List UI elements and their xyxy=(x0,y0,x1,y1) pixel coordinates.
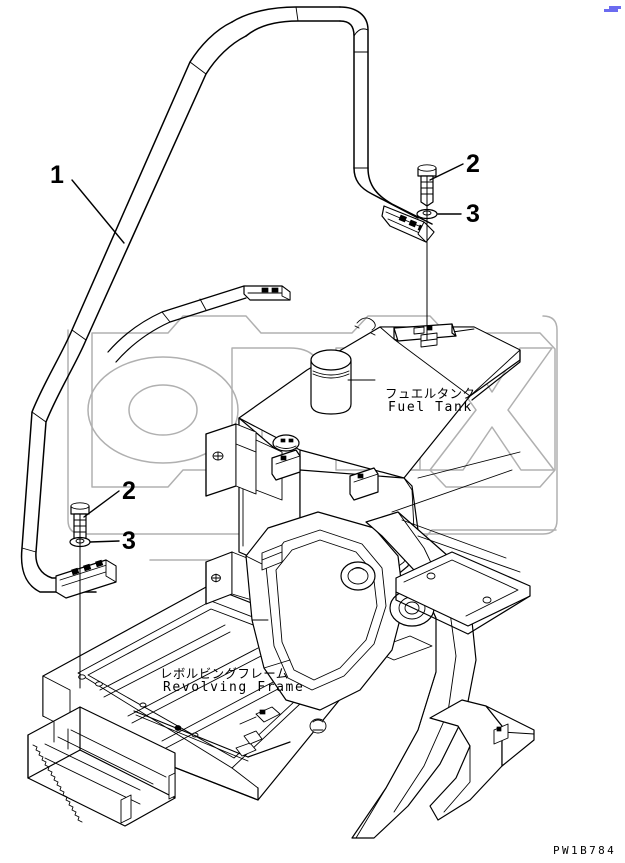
handrail-rear-segment xyxy=(107,285,291,363)
boom-pin-boss-upper xyxy=(340,561,376,591)
callout-2-lower-left: 2 xyxy=(122,477,136,505)
handrail-foot-right xyxy=(381,205,435,243)
upper-right-brace-lines xyxy=(391,451,521,573)
right-fender-plate xyxy=(429,699,535,821)
tank-fitting xyxy=(272,434,300,452)
callout-2-upper-right: 2 xyxy=(466,150,480,178)
corner-mark-icon xyxy=(604,6,621,12)
fuel-tank-filler-cap xyxy=(310,349,352,415)
rear-frame-rail xyxy=(395,551,531,635)
callout-3-upper-right: 3 xyxy=(466,200,480,228)
tank-support-bracket-left xyxy=(205,423,283,501)
leader-line-1 xyxy=(71,179,125,244)
mount-bracket-upper-right xyxy=(393,323,457,348)
leader-line-2-left xyxy=(83,490,120,518)
leader-line-3-left xyxy=(89,540,120,543)
frame-linkage-rod xyxy=(133,710,291,762)
leader-line-2-top xyxy=(429,163,464,181)
boom-foot-casting xyxy=(245,511,405,711)
handrail-tube xyxy=(20,6,433,593)
handrail-foot-left xyxy=(55,559,117,599)
tank-clip-bracket-a xyxy=(271,449,301,481)
tank-clip-bracket-b xyxy=(349,467,379,501)
anti-slip-step-plate xyxy=(27,706,176,827)
tank-hook-marker xyxy=(354,317,376,336)
callout-3-lower-left: 3 xyxy=(122,527,136,555)
sheet-code: PW1B784 xyxy=(553,844,617,857)
deck-clamp-fitting xyxy=(239,706,281,725)
swing-bracket-marker xyxy=(309,718,327,734)
washer-upper-right xyxy=(416,208,438,220)
callout-1: 1 xyxy=(50,161,64,189)
